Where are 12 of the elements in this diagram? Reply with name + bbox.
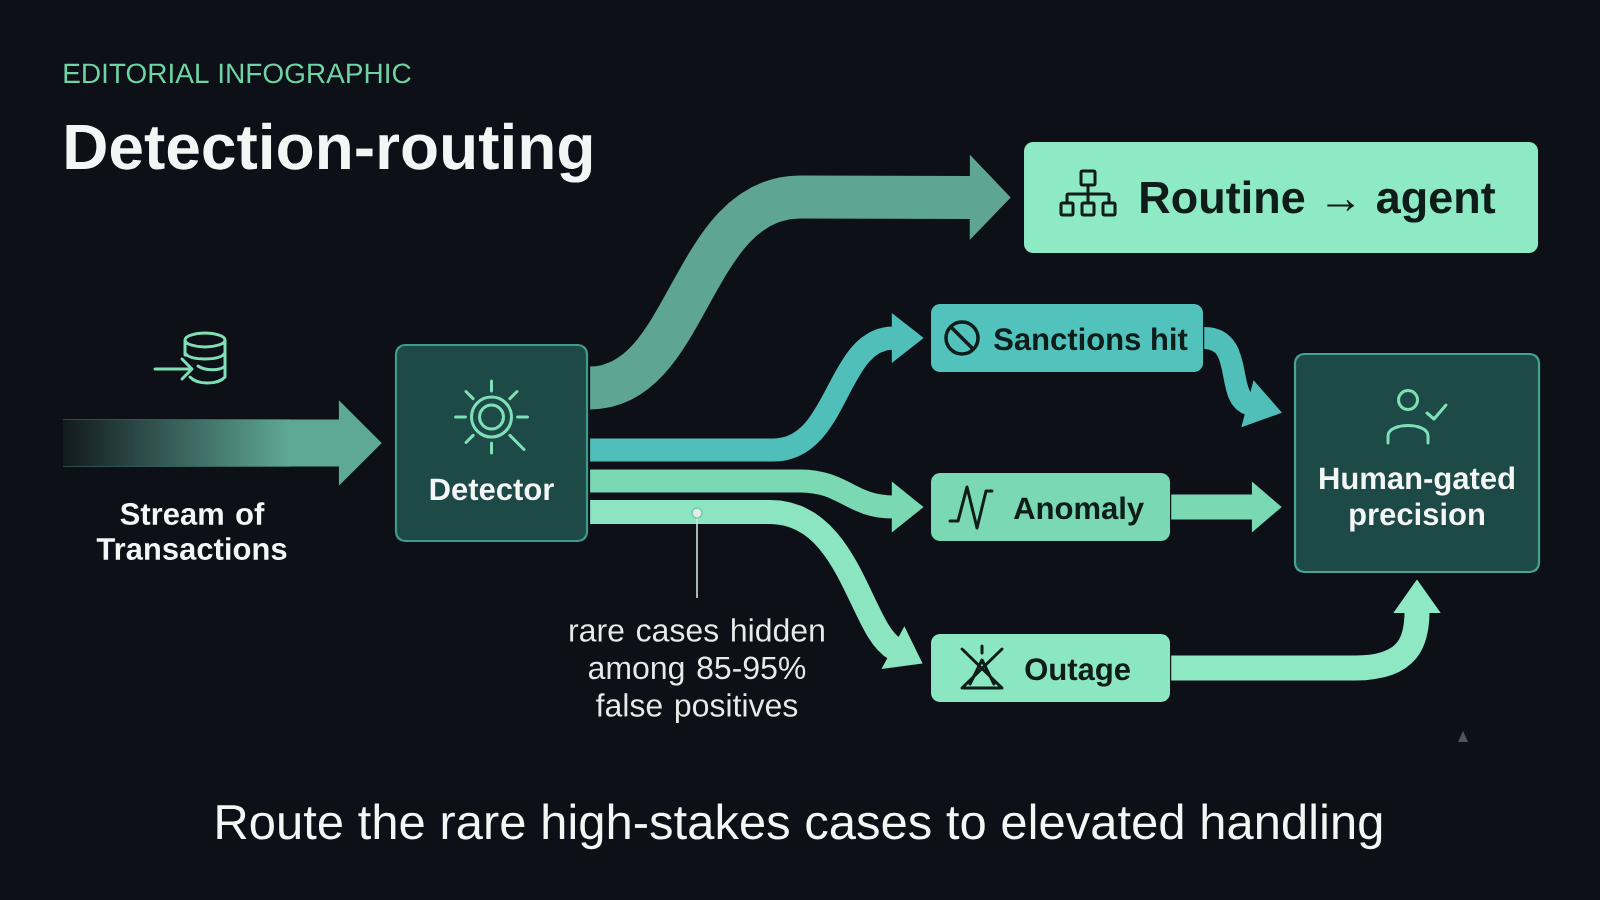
category-box: Sanctions hit (931, 304, 1203, 372)
annotation-text: rare cases hidden among 85-95% false positives (570, 618, 824, 724)
title: Detection-routing (66, 122, 592, 183)
leader-line (696, 517, 698, 599)
category-box: Outage (931, 634, 1170, 702)
outcome-box: Routine → agent (1024, 142, 1538, 253)
caption: Route the rare high-stakes cases to elevated handling (217, 803, 1382, 850)
edge-label: Stream of Transactions (96, 502, 287, 560)
process-box: Detector (394, 343, 589, 543)
category-box: Anomaly (931, 473, 1170, 541)
eyebrow-label: EDITORIAL INFOGRAPHIC (64, 63, 411, 84)
process-box: Human-gated precision (1293, 352, 1541, 574)
